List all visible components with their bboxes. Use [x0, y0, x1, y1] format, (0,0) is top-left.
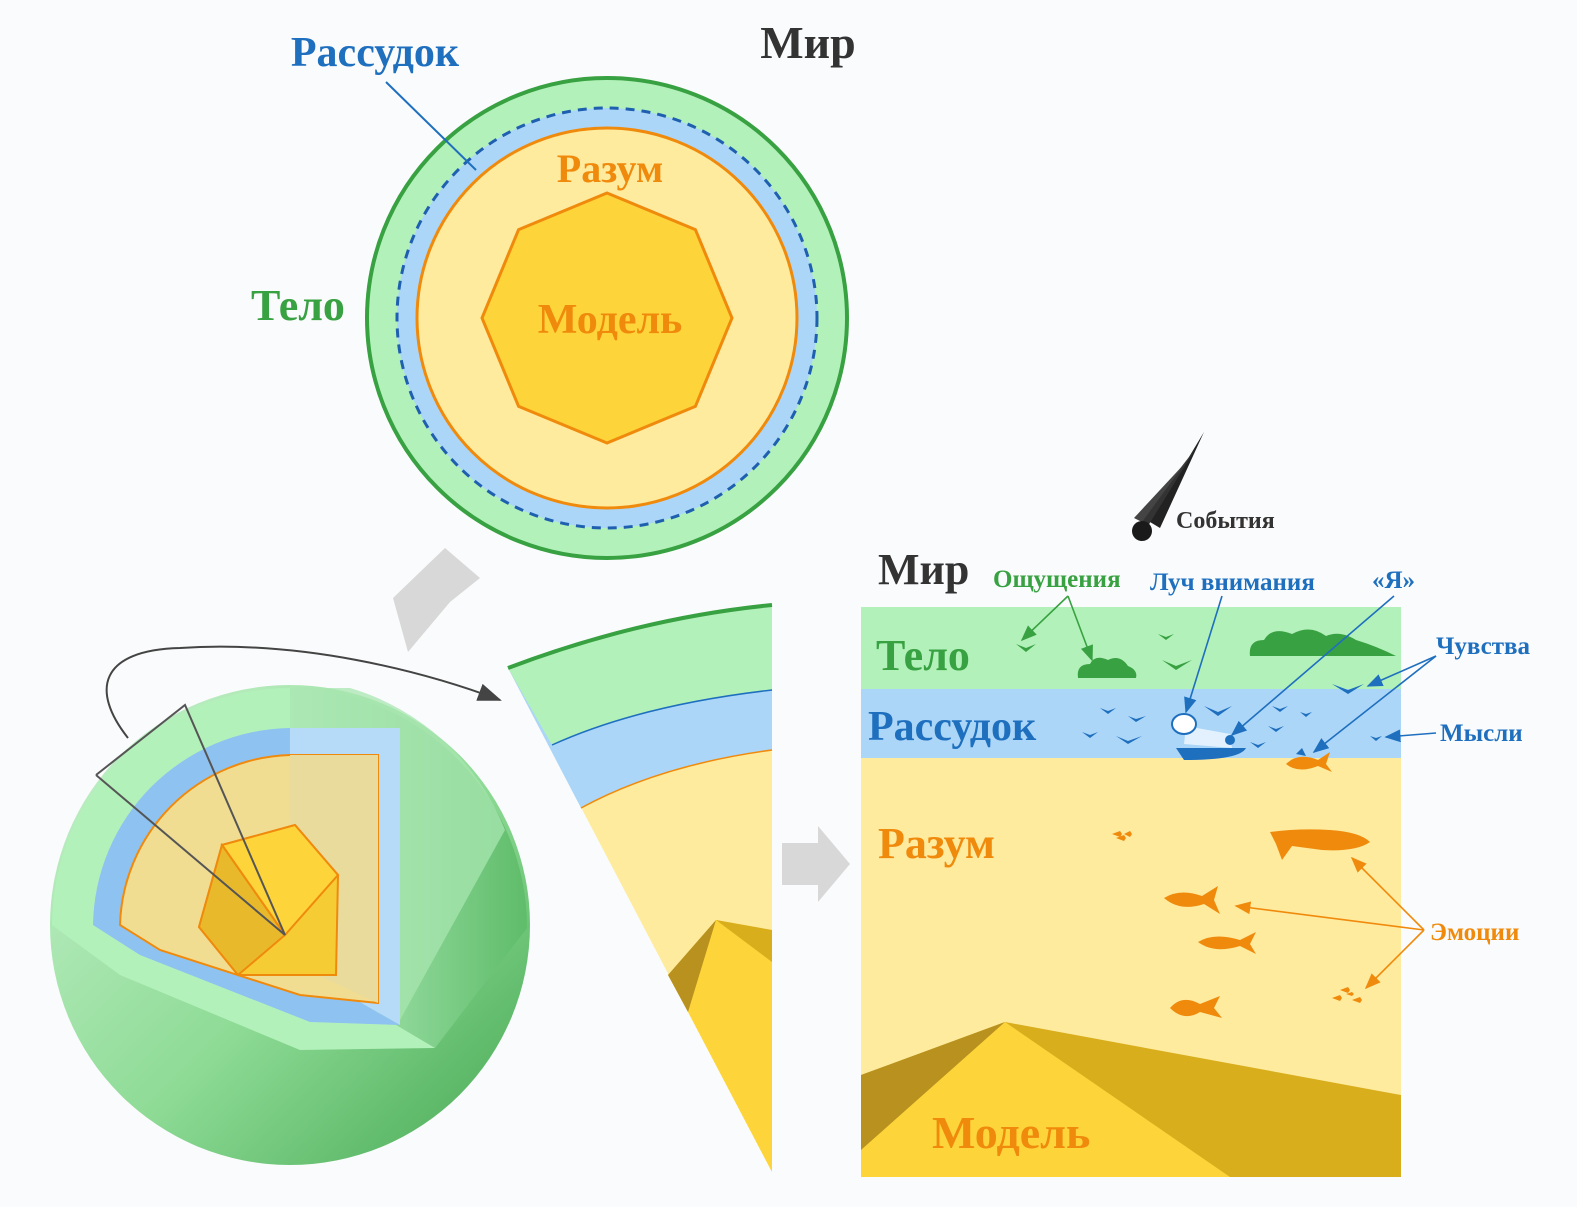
top-mind-label: Разум [557, 146, 663, 191]
wedge-body [508, 605, 772, 745]
scene-emotions-label: Эмоции [1430, 919, 1519, 946]
bird-icon [1082, 706, 1382, 748]
model-octagon [480, 191, 734, 445]
scene-events-label: События [1176, 508, 1275, 534]
arrow-icon [782, 826, 850, 902]
bush-icon [1249, 629, 1396, 656]
scene-reason-label: Рассудок [868, 704, 1037, 750]
top-world-label: Мир [760, 17, 856, 68]
reason-leader-line [385, 81, 477, 171]
scene-mind-label: Разум [878, 819, 995, 868]
scene-sensations-label: Ощущения [993, 566, 1121, 593]
zoom-wedge [507, 603, 773, 1172]
bush-icon [1077, 657, 1137, 678]
top-reason-label: Рассудок [291, 30, 460, 76]
scene-model-mountains [861, 1022, 1401, 1177]
fish-icon [1286, 752, 1332, 772]
bird-icon [1332, 684, 1364, 694]
bird-icon [1016, 634, 1192, 670]
scene-panel: События Мир Ощущения Луч внимания «Я» Чу… [861, 432, 1531, 1177]
arrow-icon [393, 548, 480, 652]
concentric-diagram: Мир Рассудок Разум Тело Модель [251, 17, 856, 560]
scene-self-label: «Я» [1372, 567, 1415, 594]
scene-world-label: Мир [878, 545, 969, 594]
top-model-label: Модель [538, 297, 683, 343]
scene-thoughts-label: Мысли [1440, 720, 1523, 747]
meteor-icon [1132, 432, 1204, 541]
boat-icon [1171, 713, 1246, 760]
reason-dashed-boundary [395, 106, 819, 530]
sphere-cutaway [50, 645, 530, 1165]
fish-icon [1112, 829, 1370, 1018]
sphere-model-polyhedron [197, 823, 340, 977]
scene-feelings-label: Чувства [1436, 633, 1531, 660]
zoom-arrow [105, 645, 502, 739]
scene-reason-layer [861, 689, 1401, 758]
scene-model-label: Модель [932, 1107, 1090, 1158]
scene-attention-label: Луч внимания [1150, 569, 1315, 596]
top-body-label: Тело [251, 281, 345, 330]
scene-body-label: Тело [876, 631, 970, 680]
